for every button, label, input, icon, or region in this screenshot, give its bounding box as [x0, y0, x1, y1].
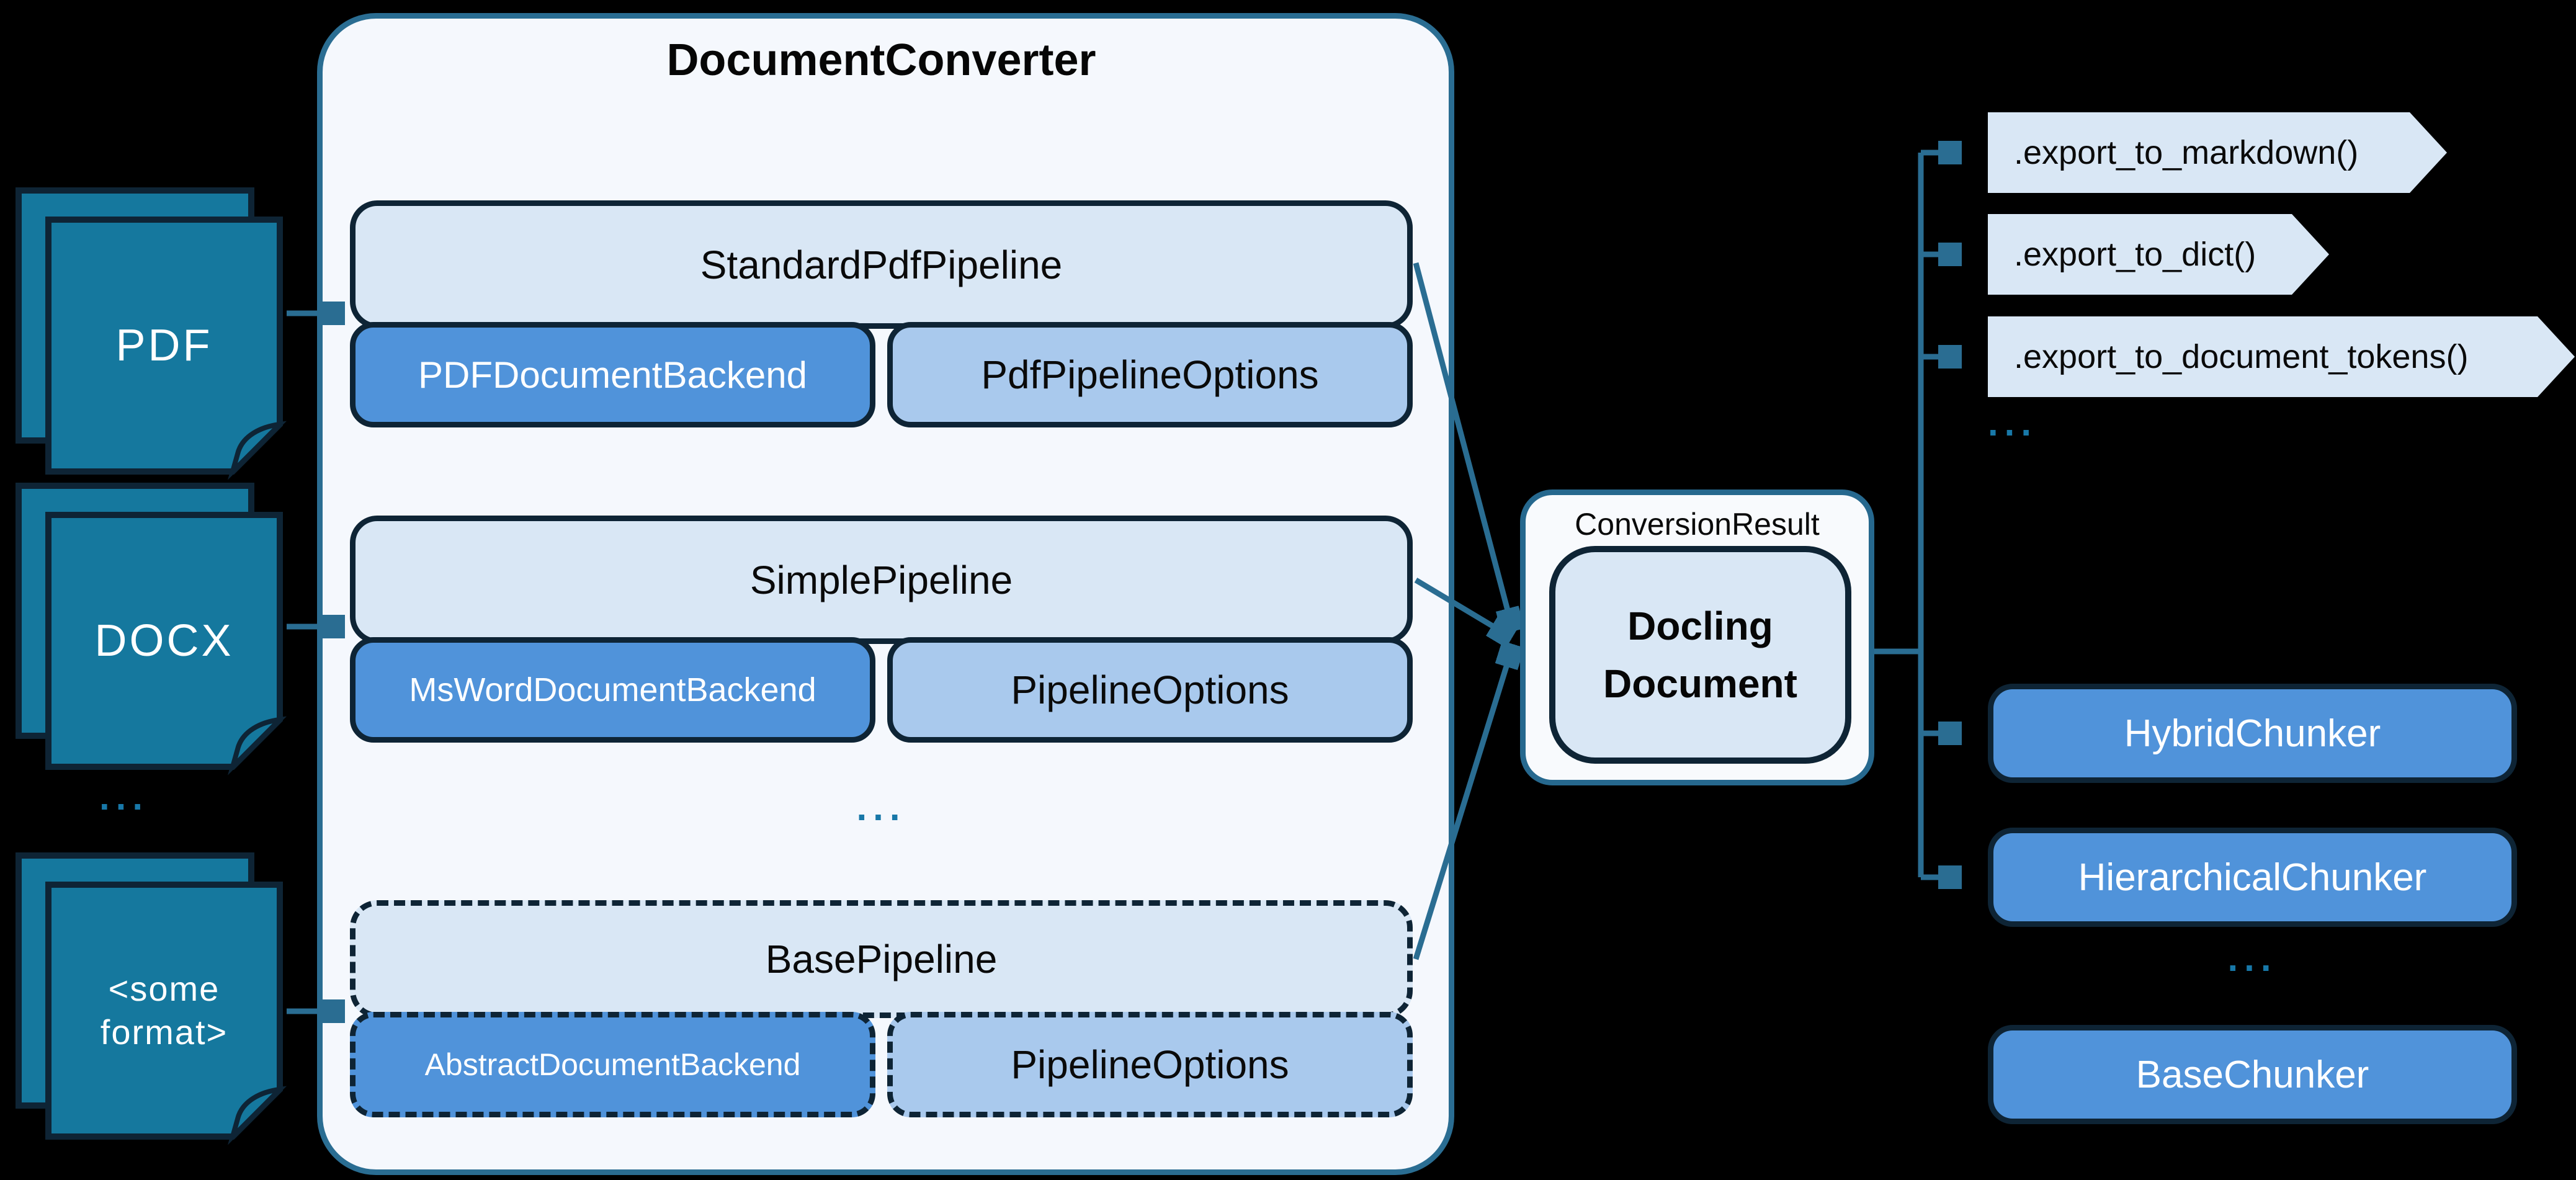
docling-document-box: Docling Document	[1549, 546, 1851, 764]
docx-label: DOCX	[94, 616, 234, 666]
document-stack-icon	[16, 852, 287, 1145]
arrow-standardpipeline-to-result	[1413, 262, 1513, 629]
chunkers-ellipsis: ...	[2227, 937, 2278, 979]
simple-pipeline-box: SimplePipeline	[350, 516, 1413, 644]
input-someformat-documents: <some format>	[12, 849, 288, 1146]
document-converter-title: DocumentConverter	[666, 35, 1096, 85]
conversion-result-label: ConversionResult	[1575, 507, 1820, 542]
pdf-document-backend-box: PDFDocumentBackend	[350, 322, 875, 427]
conversion-result-box: ConversionResult Docling Document	[1520, 489, 1874, 785]
inputs-ellipsis: ...	[99, 776, 149, 818]
input-pdf-documents: PDF	[12, 184, 288, 481]
export-to-document-tokens-tag: .export_to_document_tokens()	[1988, 316, 2575, 397]
someformat-line2: format>	[100, 1012, 228, 1052]
pdf-pipeline-options-box: PdfPipelineOptions	[887, 322, 1413, 427]
hierarchical-chunker-box: HierarchicalChunker	[1988, 828, 2517, 927]
page-fold-icon	[228, 1086, 287, 1145]
docling-document-line2: Document	[1603, 661, 1797, 706]
arrow-simplepipeline-to-result	[1414, 578, 1510, 637]
docling-document-line1: Docling	[1627, 603, 1773, 648]
standard-pdf-pipeline-box: StandardPdfPipeline	[350, 200, 1413, 329]
document-stack-icon	[16, 483, 287, 775]
pipeline-options-box: PipelineOptions	[887, 637, 1413, 743]
page-fold-icon	[228, 716, 287, 775]
export-to-markdown-tag: .export_to_markdown()	[1988, 112, 2447, 193]
document-stack-icon	[16, 187, 287, 480]
page-fold-icon	[228, 421, 287, 480]
someformat-label: <some format>	[48, 885, 280, 1137]
hybrid-chunker-box: HybridChunker	[1988, 684, 2517, 783]
base-pipeline-box: BasePipeline	[350, 900, 1413, 1018]
pdf-label: PDF	[115, 321, 213, 370]
converter-ellipsis: ...	[856, 787, 906, 828]
base-pipeline-options-box: PipelineOptions	[887, 1012, 1413, 1117]
abstract-document-backend-box: AbstractDocumentBackend	[350, 1012, 875, 1117]
arrow-basepipeline-to-result	[1413, 646, 1513, 960]
input-docx-documents: DOCX	[12, 480, 288, 776]
someformat-line1: <some	[108, 969, 220, 1008]
export-to-dict-tag: .export_to_dict()	[1988, 214, 2329, 295]
msword-document-backend-box: MsWordDocumentBackend	[350, 637, 875, 743]
base-chunker-box: BaseChunker	[1988, 1025, 2517, 1124]
exports-ellipsis: ...	[1988, 402, 2038, 444]
